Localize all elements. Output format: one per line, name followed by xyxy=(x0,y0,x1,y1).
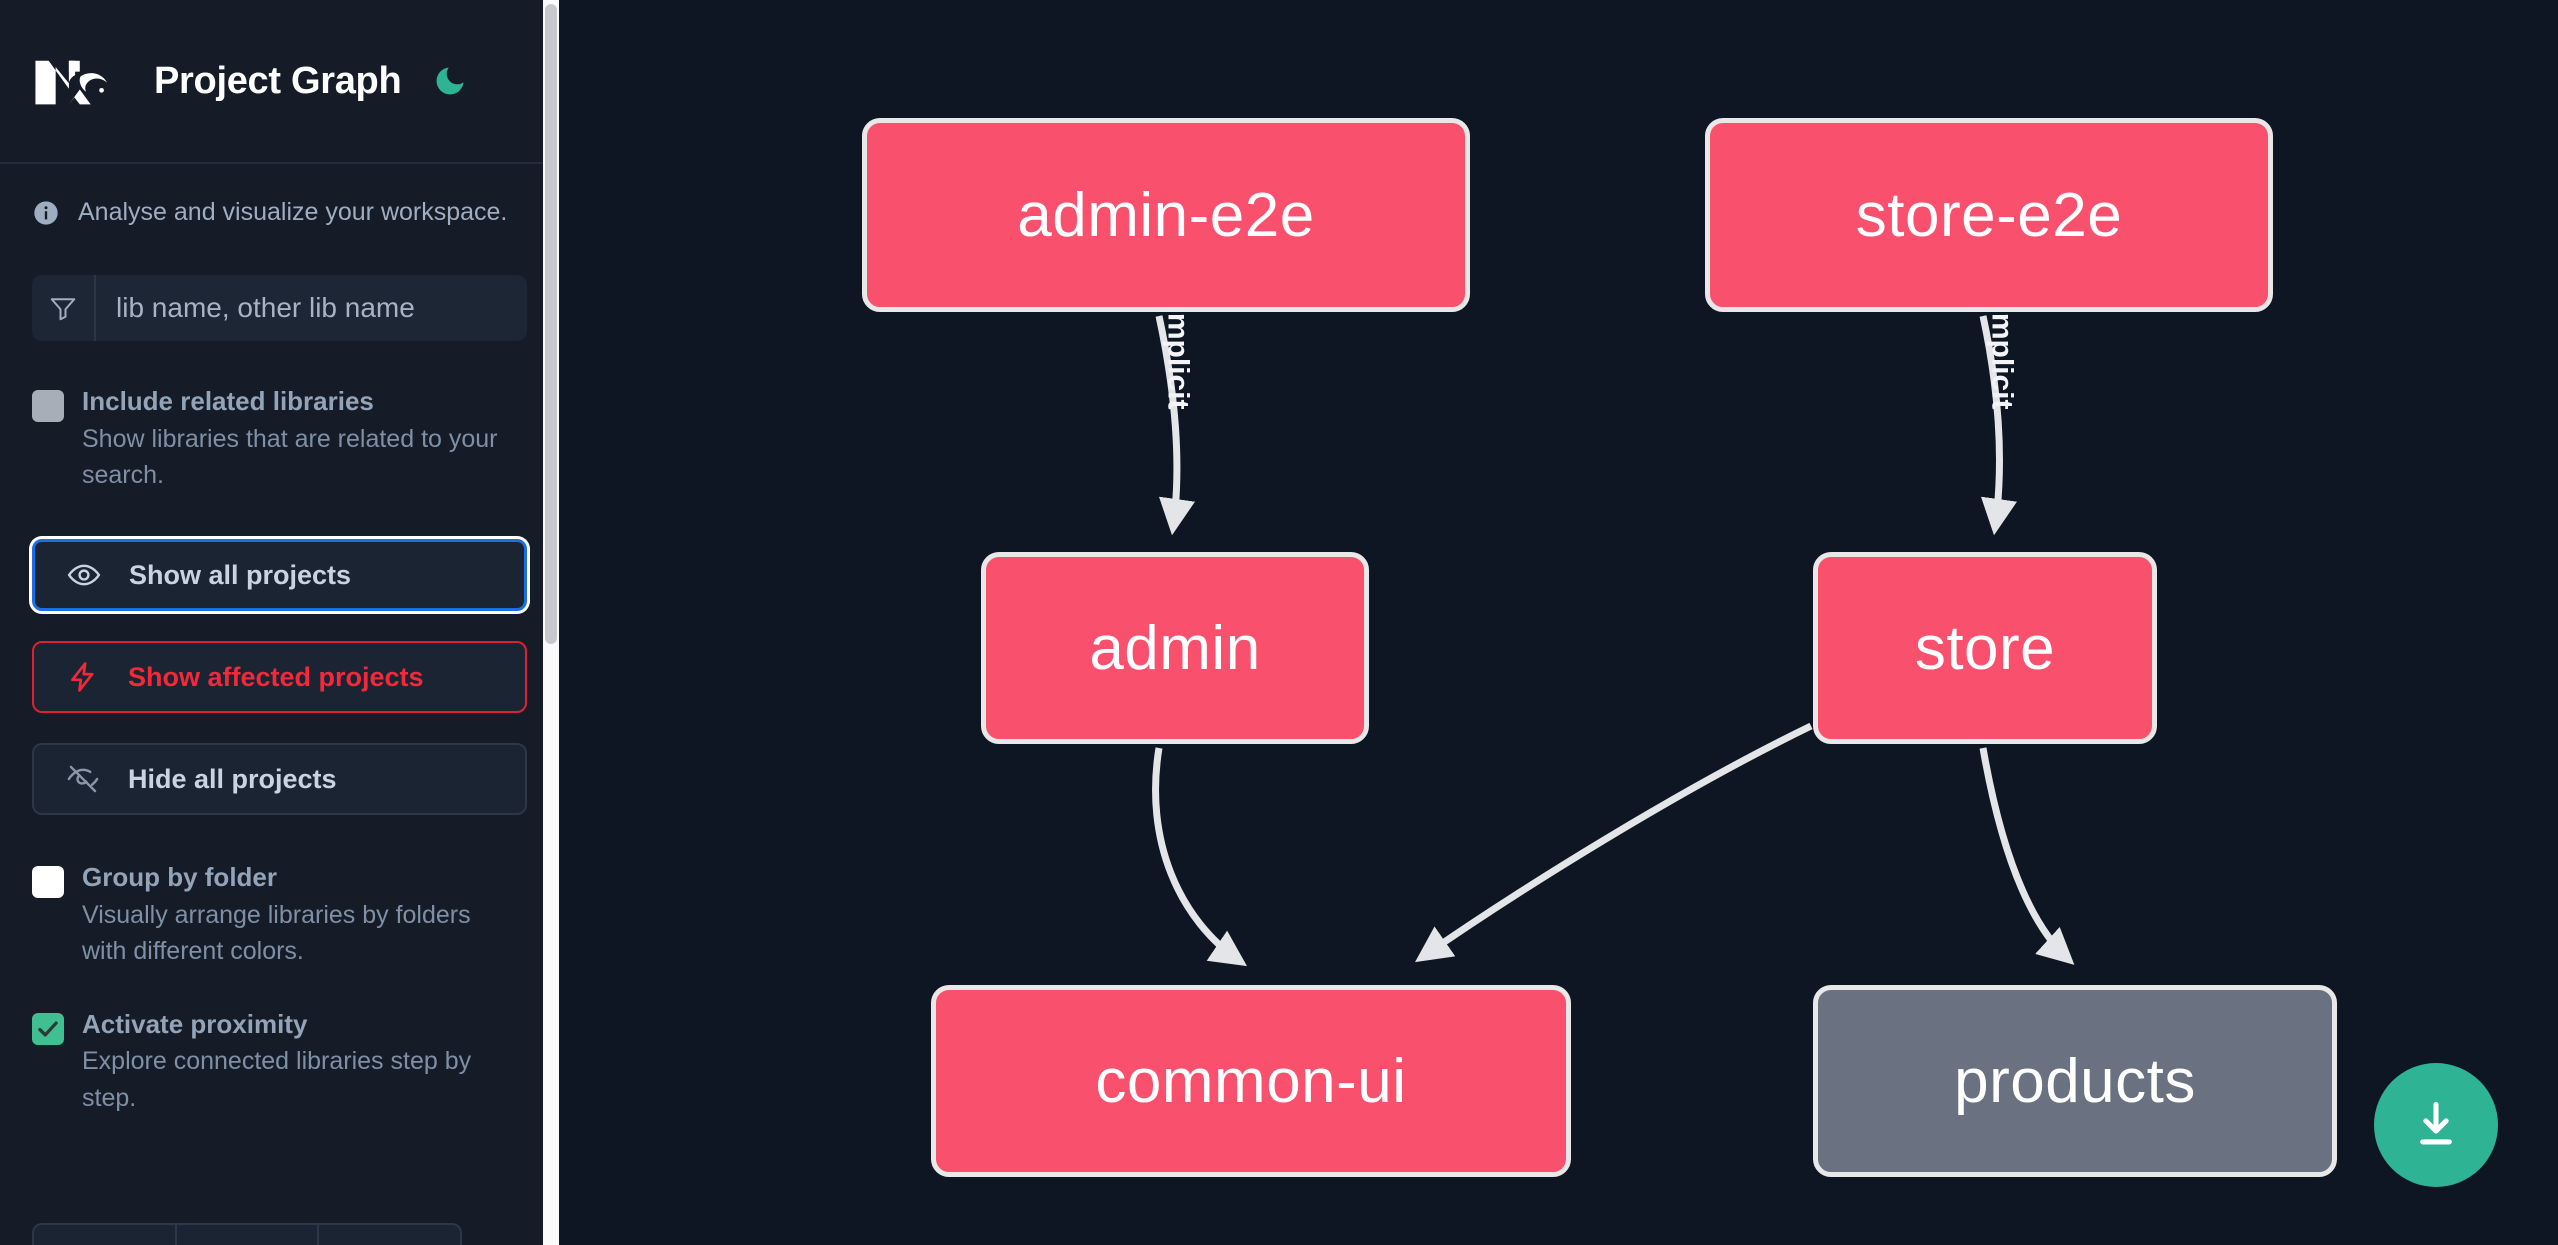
download-icon xyxy=(2420,1101,2452,1145)
checkbox-group-by-folder-label: Group by folder xyxy=(82,862,277,893)
edge-admin-to-common-ui xyxy=(1152,747,1248,967)
proximity-step-increase[interactable] xyxy=(319,1225,460,1245)
checkbox-activate-proximity[interactable]: Activate proximity Explore connected lib… xyxy=(0,1008,559,1116)
checkbox-include-related-libraries-label: Include related libraries xyxy=(82,386,374,416)
checkbox-group-by-folder[interactable]: Group by folder Visually arrange librari… xyxy=(0,861,559,969)
edge-label-store-implicit: implicit xyxy=(1985,304,2019,410)
proximity-step-decrease[interactable] xyxy=(34,1225,177,1245)
checkbox-include-related-libraries-description: Show libraries that are related to your … xyxy=(82,424,498,490)
graph-node-admin[interactable]: admin xyxy=(981,552,1369,744)
filter-field[interactable] xyxy=(32,275,527,341)
check-icon xyxy=(38,1021,58,1037)
sidebar: Project Graph Analyse and visualize your… xyxy=(0,0,559,1245)
graph-node-common-ui-label: common-ui xyxy=(1095,1046,1407,1116)
search-input[interactable] xyxy=(96,275,527,341)
graph-node-store-e2e[interactable]: store-e2e xyxy=(1705,118,2273,312)
nx-logo-icon xyxy=(32,53,126,109)
graph-canvas[interactable]: implicit implicit admin-e2e store-e2e ad… xyxy=(559,0,2558,1245)
hide-all-projects-button[interactable]: Hide all projects xyxy=(32,743,527,816)
edge-admin-e2e-to-admin xyxy=(1155,315,1196,536)
proximity-stepper-group[interactable] xyxy=(32,1223,462,1245)
proximity-step-value[interactable] xyxy=(177,1225,320,1245)
graph-edges xyxy=(1152,315,2075,967)
show-affected-projects-button[interactable]: Show affected projects xyxy=(32,641,527,714)
graph-node-common-ui[interactable]: common-ui xyxy=(931,985,1571,1177)
graph-node-store[interactable]: store xyxy=(1813,552,2157,744)
hide-all-projects-label: Hide all projects xyxy=(128,763,337,794)
page-title: Project Graph xyxy=(154,59,402,102)
sidebar-header: Project Graph xyxy=(0,0,559,164)
sidebar-scrollbar[interactable] xyxy=(543,0,559,1245)
moon-icon[interactable] xyxy=(431,62,469,100)
lightning-bolt-icon xyxy=(71,662,94,693)
checkbox-activate-proximity-description: Explore connected libraries step by step… xyxy=(82,1047,472,1112)
graph-node-store-label: store xyxy=(1914,613,2056,683)
graph-node-products[interactable]: products xyxy=(1813,985,2337,1177)
sidebar-info: Analyse and visualize your workspace. xyxy=(0,164,559,227)
checkbox-group-by-folder-description: Visually arrange libraries by folders wi… xyxy=(82,901,471,966)
show-affected-projects-label: Show affected projects xyxy=(128,661,424,692)
graph-node-store-e2e-label: store-e2e xyxy=(1855,180,2123,250)
edge-store-to-products xyxy=(1979,747,2075,965)
graph-node-admin-label: admin xyxy=(1089,613,1261,683)
show-all-projects-button[interactable]: Show all projects xyxy=(32,539,527,612)
graph-node-admin-e2e[interactable]: admin-e2e xyxy=(862,118,1470,312)
filter-icon xyxy=(32,275,96,341)
checkbox-include-related-libraries[interactable]: Include related libraries Show libraries… xyxy=(0,385,559,493)
eye-icon xyxy=(67,564,101,586)
graph-node-products-label: products xyxy=(1954,1046,2196,1116)
graph-node-admin-e2e-label: admin-e2e xyxy=(1017,180,1315,250)
show-all-projects-label: Show all projects xyxy=(129,559,352,590)
edge-store-e2e-to-store xyxy=(1979,315,2018,536)
checkbox-activate-proximity-box[interactable] xyxy=(32,1012,64,1045)
sidebar-info-text: Analyse and visualize your workspace. xyxy=(78,198,508,226)
edge-store-to-common-ui xyxy=(1415,722,1813,963)
checkbox-group-by-folder-box[interactable] xyxy=(32,866,64,899)
download-image-button[interactable] xyxy=(2374,1063,2498,1187)
edge-label-admin-implicit: implicit xyxy=(1161,304,1195,410)
eye-off-icon xyxy=(67,766,99,793)
checkbox-include-related-libraries-box[interactable] xyxy=(32,390,64,422)
sidebar-scrollbar-thumb[interactable] xyxy=(545,4,557,644)
info-icon xyxy=(32,199,60,227)
checkbox-activate-proximity-label: Activate proximity xyxy=(82,1008,308,1039)
